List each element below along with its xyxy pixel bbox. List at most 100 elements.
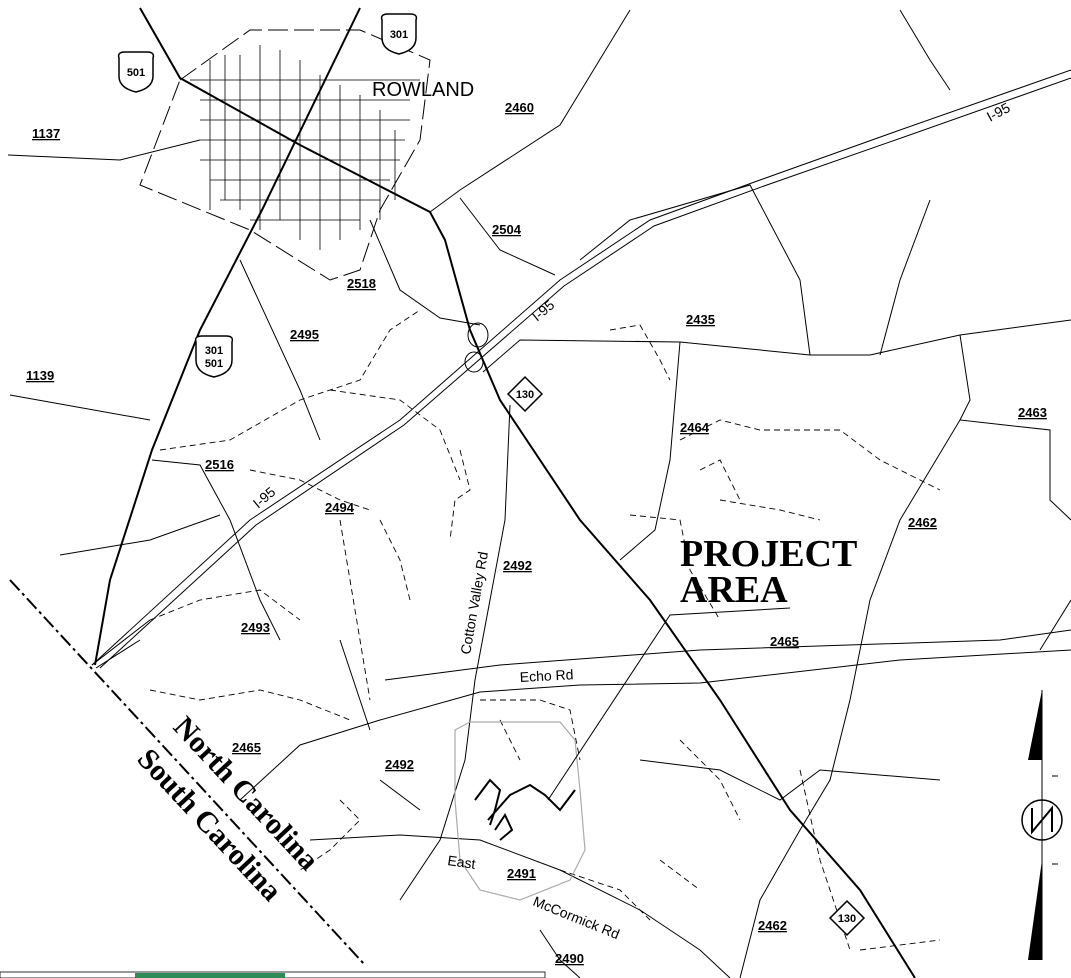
- cotton-valley-road-label: Cotton Valley Rd: [457, 550, 491, 655]
- dashed-trails: [149, 309, 941, 951]
- trail-21: [859, 939, 941, 951]
- route-2462-label-north: 2462: [908, 515, 937, 530]
- trail-17: [679, 739, 741, 821]
- trail-13: [629, 514, 721, 621]
- road-2460: [429, 9, 631, 213]
- bottom-strip-accent: [135, 973, 285, 978]
- route-1139-label: 1139: [26, 368, 54, 383]
- road-2462: [739, 419, 961, 978]
- road-2493: [339, 639, 371, 731]
- trail-4: [249, 469, 371, 511]
- road-ne-2: [899, 9, 951, 91]
- interchange-loop-n: [467, 322, 489, 348]
- project-parcel: [454, 607, 791, 901]
- road-2495: [239, 259, 321, 441]
- interstate-i-95: [91, 69, 1071, 669]
- trail-16: [559, 869, 651, 921]
- trail-19: [659, 859, 701, 891]
- road-west-1: [59, 514, 221, 556]
- route-2491-label: 2491: [507, 866, 536, 881]
- trail-7: [149, 589, 301, 621]
- route-2460-label: 2460: [505, 100, 534, 115]
- rowland-town-grid: [139, 29, 431, 281]
- i-95-line-b: [99, 77, 1071, 669]
- trail-5: [339, 519, 371, 701]
- road-ne-3: [879, 199, 931, 356]
- town-label: ROWLAND: [372, 79, 474, 101]
- route-2490-label: 2490: [555, 951, 584, 966]
- route-2435-label: 2435: [686, 312, 715, 327]
- i-95-ramp: [91, 619, 151, 669]
- us-301-shield: 301: [380, 13, 418, 55]
- us-301-501-shield: 301 501: [194, 335, 234, 378]
- road-2463: [959, 334, 1071, 521]
- road-north-east: [579, 184, 811, 356]
- trail-20: [299, 799, 361, 871]
- road-east-loop: [639, 759, 941, 801]
- route-2504-label: 2504: [492, 222, 522, 237]
- trail-3: [449, 449, 471, 541]
- project-shape-1: [474, 778, 502, 826]
- north-arrow-icon: [1021, 690, 1063, 960]
- project-label-line2: AREA: [680, 569, 788, 611]
- road-2490: [539, 929, 581, 978]
- project-shape-3: [494, 812, 514, 841]
- echo-road: [239, 649, 1071, 801]
- route-1137-label: 1137: [32, 126, 60, 141]
- route-2493-label: 2493: [241, 620, 270, 635]
- local-roads: [7, 7, 1071, 978]
- trail-15: [499, 719, 521, 761]
- trail-11: [699, 459, 741, 501]
- road-1137: [7, 139, 201, 161]
- road-2504: [459, 197, 556, 276]
- route-2495-label: 2495: [290, 327, 319, 342]
- project-label-line1: PROJECT: [680, 533, 857, 575]
- route-2516-label: 2516: [205, 457, 234, 472]
- road-2492b: [379, 779, 421, 811]
- us-301-501-shield-bottom: 501: [205, 358, 223, 370]
- trail-8: [149, 689, 351, 721]
- road-2516: [151, 459, 281, 641]
- trail-14: [480, 699, 581, 761]
- project-leader-line: [547, 607, 791, 801]
- us-501-shield-text: 501: [127, 67, 145, 79]
- route-2462-label-south: 2462: [758, 918, 787, 933]
- us-301-shield-text: 301: [390, 29, 408, 41]
- mccormick-road-label: McCormick Rd: [531, 893, 622, 942]
- route-2494-label: 2494: [325, 500, 355, 515]
- town-streets-ns: [209, 45, 396, 250]
- project-shape-2: [487, 783, 576, 821]
- route-2464-label: 2464: [680, 420, 710, 435]
- i-95-line-a: [91, 69, 1071, 666]
- road-2518: [369, 219, 481, 326]
- road-2465-east: [384, 629, 1071, 681]
- us-301-501-shield-top: 301: [205, 345, 223, 357]
- state-border-line: [9, 579, 366, 966]
- cotton-valley-road: [399, 404, 511, 901]
- nc-130-shield-south: 130: [828, 899, 866, 937]
- town-limits: [139, 29, 431, 281]
- road-east-edge: [1039, 599, 1071, 651]
- route-2518-label: 2518: [347, 276, 376, 291]
- route-2463-label: 2463: [1018, 405, 1047, 420]
- trail-6: [379, 519, 411, 601]
- interchange-loop-s: [464, 351, 484, 373]
- nc-130-shield-north-text: 130: [516, 389, 534, 401]
- trail-2: [329, 389, 461, 481]
- i-95-label-west: I-95: [250, 483, 279, 511]
- trail-12: [719, 499, 821, 521]
- route-2492-label-south: 2492: [385, 757, 414, 772]
- route-2465-label-east: 2465: [770, 634, 799, 649]
- parcel-outline: [454, 721, 586, 901]
- road-2464: [619, 341, 681, 561]
- echo-road-label: Echo Rd: [519, 666, 573, 685]
- i-95-label-east: I-95: [984, 99, 1013, 125]
- east-road-label: East: [447, 852, 477, 872]
- us-501-shield: 501: [117, 51, 155, 93]
- town-streets-ew: [190, 79, 420, 221]
- trail-10: [679, 419, 941, 491]
- us-301-501-road: [94, 7, 361, 666]
- nc-130-shield-north: 130: [506, 375, 544, 413]
- road-2435: [482, 319, 1071, 373]
